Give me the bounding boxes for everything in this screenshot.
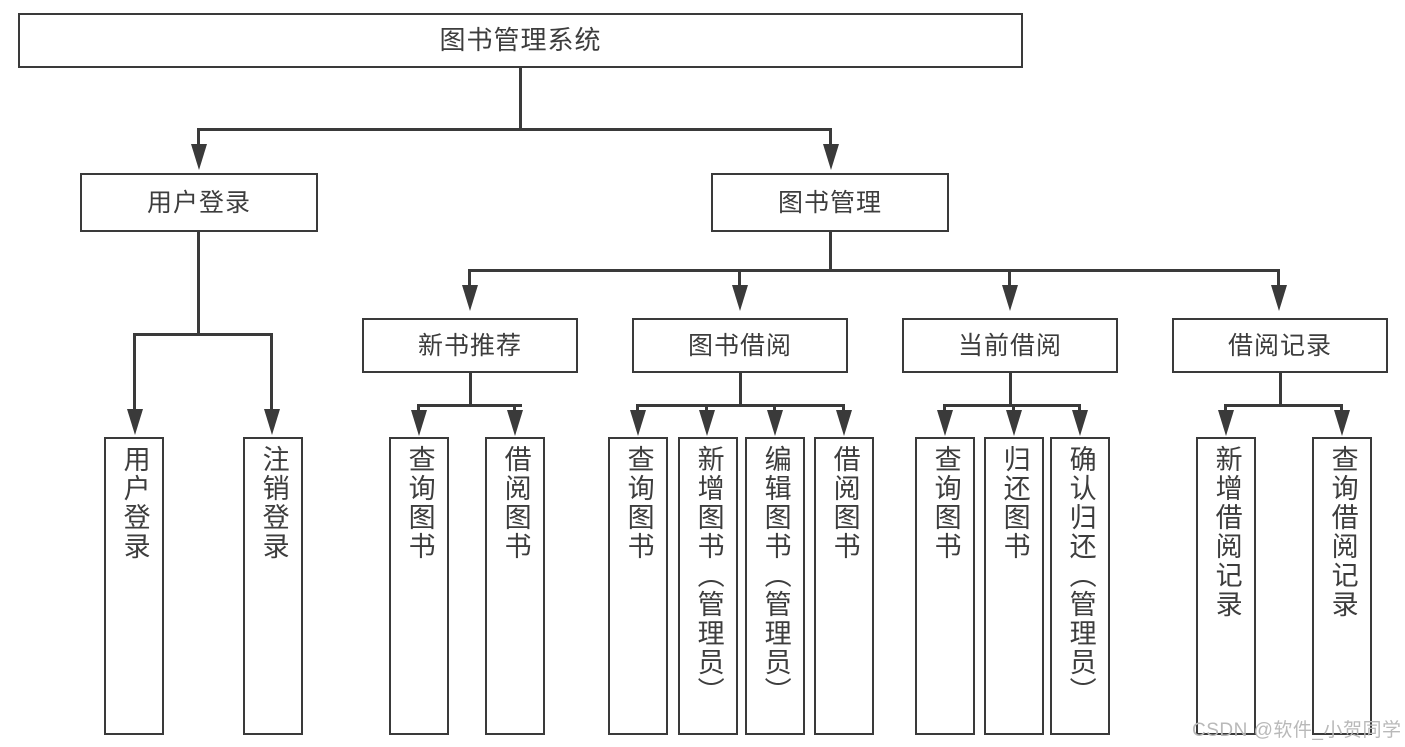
connector-user-login-stem <box>197 232 200 336</box>
leaf-add-record[interactable]: 新增借阅记录 <box>1196 437 1256 735</box>
connector-book-management-stem <box>829 232 832 272</box>
connector-book-borrow-stem <box>739 373 742 407</box>
arrow-to-leaf-query-record <box>1334 410 1350 436</box>
node-book-management[interactable]: 图书管理 <box>711 173 949 232</box>
leaf-borrow-book-1[interactable]: 借阅图书 <box>485 437 545 735</box>
leaf-user-login[interactable]: 用户登录 <box>104 437 164 735</box>
leaf-label: 注销登录 <box>258 445 289 561</box>
node-label: 借阅记录 <box>1227 331 1332 360</box>
arrow-to-leaf-logout-login <box>264 409 280 435</box>
connector-drop-leaf-user-login <box>133 333 136 411</box>
connector-level3-bus <box>468 269 1280 272</box>
connector-drop-leaf-borrow-book-2 <box>842 404 845 412</box>
arrow-to-leaf-borrow-book-2 <box>836 410 852 436</box>
leaf-label: 查询借阅记录 <box>1327 445 1358 619</box>
connector-drop-leaf-return-book <box>1012 404 1015 412</box>
connector-new-book-recommend-bus <box>417 404 522 407</box>
leaf-logout-login[interactable]: 注销登录 <box>243 437 303 735</box>
leaf-label: 借阅图书 <box>500 445 531 561</box>
connector-borrow-record-stem <box>1279 373 1282 407</box>
arrow-to-leaf-return-book <box>1006 410 1022 436</box>
node-label: 当前借阅 <box>957 331 1062 360</box>
connector-user-login-bus <box>133 333 273 336</box>
leaf-edit-book[interactable]: 编辑图书（管理员） <box>745 437 805 735</box>
connector-drop-leaf-borrow-book-1 <box>513 404 516 412</box>
leaf-label: 查询图书 <box>404 445 435 561</box>
leaf-label: 归还图书 <box>999 445 1030 561</box>
node-label: 图书管理 <box>777 188 882 217</box>
arrow-to-leaf-query-book-2 <box>630 410 646 436</box>
connector-drop-user-login <box>197 128 200 146</box>
node-label: 用户登录 <box>146 188 251 217</box>
arrow-to-current-borrow <box>1002 285 1018 311</box>
connector-drop-leaf-logout-login <box>270 333 273 411</box>
node-user-login[interactable]: 用户登录 <box>80 173 318 232</box>
leaf-label: 借阅图书 <box>829 445 860 561</box>
leaf-confirm-return[interactable]: 确认归还（管理员） <box>1050 437 1110 735</box>
arrow-to-leaf-user-login <box>127 409 143 435</box>
leaf-query-book-3[interactable]: 查询图书 <box>915 437 975 735</box>
arrow-to-leaf-add-record <box>1218 410 1234 436</box>
connector-drop-current-borrow <box>1008 269 1011 287</box>
connector-borrow-record-bus <box>1224 404 1342 407</box>
leaf-query-record[interactable]: 查询借阅记录 <box>1312 437 1372 735</box>
arrow-to-leaf-edit-book <box>767 410 783 436</box>
leaf-label: 新增图书（管理员） <box>693 445 724 706</box>
connector-drop-leaf-query-book-3 <box>943 404 946 412</box>
node-label: 新书推荐 <box>417 331 522 360</box>
node-new-book-recommend[interactable]: 新书推荐 <box>362 318 578 373</box>
node-label: 图书借阅 <box>687 331 792 360</box>
node-current-borrow[interactable]: 当前借阅 <box>902 318 1118 373</box>
connector-drop-new-book-recommend <box>468 269 471 287</box>
leaf-label: 查询图书 <box>930 445 961 561</box>
connector-root-stem <box>519 68 522 130</box>
leaf-label: 查询图书 <box>623 445 654 561</box>
connector-drop-leaf-add-book <box>705 404 708 412</box>
leaf-query-book-2[interactable]: 查询图书 <box>608 437 668 735</box>
leaf-return-book[interactable]: 归还图书 <box>984 437 1044 735</box>
connector-drop-borrow-record <box>1277 269 1280 287</box>
leaf-label: 编辑图书（管理员） <box>760 445 791 706</box>
connector-new-book-recommend-stem <box>469 373 472 407</box>
leaf-label: 确认归还（管理员） <box>1065 445 1096 706</box>
arrow-to-leaf-confirm-return <box>1072 410 1088 436</box>
node-book-borrow[interactable]: 图书借阅 <box>632 318 848 373</box>
leaf-add-book[interactable]: 新增图书（管理员） <box>678 437 738 735</box>
leaf-borrow-book-2[interactable]: 借阅图书 <box>814 437 874 735</box>
connector-book-borrow-bus <box>636 404 844 407</box>
connector-drop-book-management <box>829 128 832 146</box>
arrow-to-user-login <box>191 144 207 170</box>
leaf-query-book-1[interactable]: 查询图书 <box>389 437 449 735</box>
connector-drop-book-borrow <box>738 269 741 287</box>
connector-current-borrow-stem <box>1009 373 1012 407</box>
connector-drop-leaf-query-book-1 <box>417 404 420 412</box>
leaf-label: 用户登录 <box>119 445 150 561</box>
connector-drop-leaf-add-record <box>1224 404 1227 412</box>
connector-level2-bus <box>197 128 832 131</box>
arrow-to-leaf-add-book <box>699 410 715 436</box>
arrow-to-leaf-query-book-1 <box>411 410 427 436</box>
connector-drop-leaf-query-book-2 <box>636 404 639 412</box>
node-root-book-management-system[interactable]: 图书管理系统 <box>18 13 1023 68</box>
arrow-to-book-management <box>823 144 839 170</box>
connector-drop-leaf-query-record <box>1340 404 1343 412</box>
arrow-to-borrow-record <box>1271 285 1287 311</box>
arrow-to-leaf-query-book-3 <box>937 410 953 436</box>
node-label: 图书管理系统 <box>439 24 602 55</box>
arrow-to-leaf-borrow-book-1 <box>507 410 523 436</box>
leaf-label: 新增借阅记录 <box>1211 445 1242 619</box>
node-borrow-record[interactable]: 借阅记录 <box>1172 318 1388 373</box>
arrow-to-book-borrow <box>732 285 748 311</box>
watermark-text: CSDN @软件_小贺同学 <box>1192 720 1402 741</box>
connector-drop-leaf-edit-book <box>773 404 776 412</box>
connector-current-borrow-bus <box>943 404 1080 407</box>
arrow-to-new-book-recommend <box>462 285 478 311</box>
connector-drop-leaf-confirm-return <box>1078 404 1081 412</box>
